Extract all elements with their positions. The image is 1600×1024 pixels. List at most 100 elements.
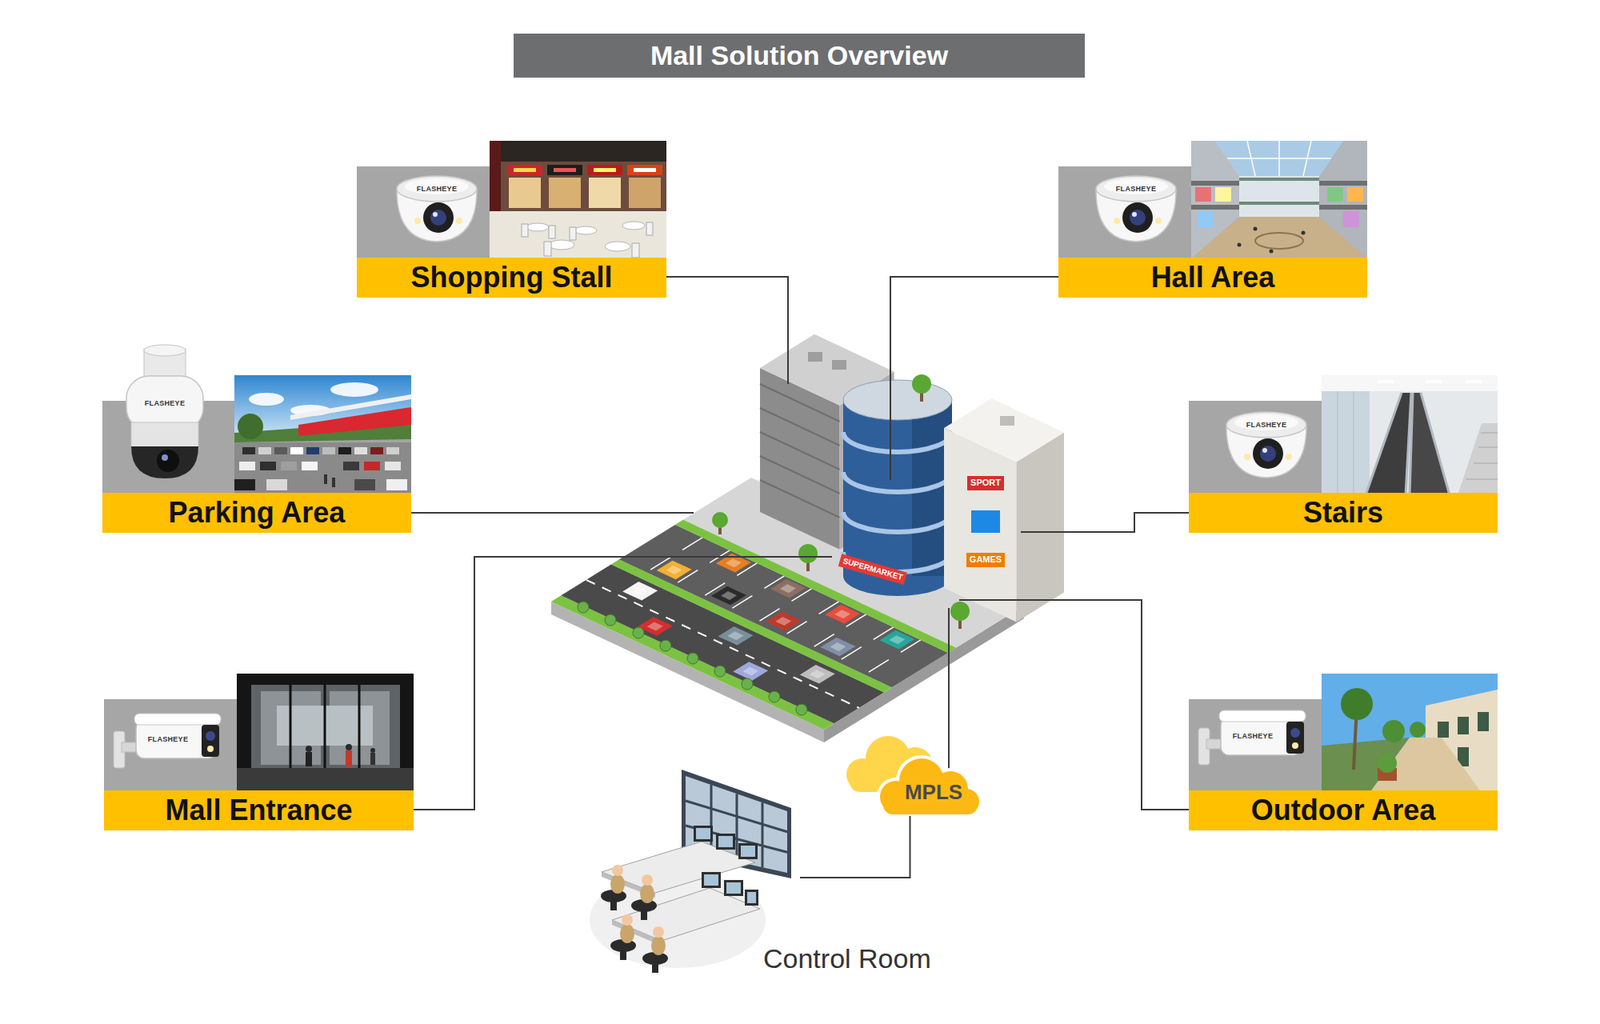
shopping-stall-photo bbox=[627, 164, 663, 176]
hall-area-photo bbox=[1255, 232, 1304, 249]
stairs-photo bbox=[1337, 391, 1339, 496]
brand-mark: FLASHEYE bbox=[148, 735, 188, 744]
car-icon bbox=[800, 664, 836, 684]
leader-line bbox=[1020, 512, 1189, 532]
shopping-stall-photo bbox=[588, 177, 621, 208]
stairs-photo bbox=[1465, 432, 1498, 480]
camera-icon bbox=[126, 344, 204, 479]
brand-mark: FLASHEYE bbox=[1246, 420, 1287, 430]
camera-panel bbox=[1058, 166, 1192, 259]
hall-area-photo bbox=[1191, 140, 1368, 259]
leader-line bbox=[890, 276, 1059, 480]
shrub bbox=[741, 678, 753, 690]
parking-area-photo bbox=[234, 447, 408, 491]
outdoor-area-photo bbox=[1321, 673, 1498, 793]
car-icon bbox=[770, 579, 806, 599]
stairs-photo bbox=[1480, 432, 1498, 434]
hall-area-photo bbox=[1227, 157, 1332, 160]
stairs-photo bbox=[1337, 391, 1354, 496]
control-room-illustration bbox=[738, 843, 758, 860]
shopping-stall-photo bbox=[513, 168, 536, 172]
car-icon bbox=[622, 553, 915, 684]
stairs-photo bbox=[1377, 380, 1394, 384]
hall-area-photo bbox=[1195, 187, 1212, 202]
shrub bbox=[577, 601, 808, 716]
parking-area-photo bbox=[324, 474, 336, 488]
shopping-stall-photo bbox=[489, 140, 667, 259]
parking-area-photo bbox=[354, 479, 376, 491]
control-room-illustration bbox=[641, 874, 653, 886]
stairs-photo bbox=[1365, 392, 1450, 496]
mall-entrance-photo bbox=[251, 684, 400, 768]
hall-area-photo bbox=[1319, 204, 1368, 210]
control-room-illustration bbox=[610, 874, 666, 956]
parking-area-photo bbox=[384, 461, 401, 471]
shopping-stall-photo bbox=[646, 222, 653, 236]
car-icon bbox=[622, 581, 658, 601]
parking-area-photo bbox=[290, 394, 412, 420]
shopping-stall-photo bbox=[508, 177, 541, 208]
mall-entrance-photo bbox=[358, 684, 361, 768]
hall-area-photo bbox=[1253, 227, 1258, 232]
stairs-photo bbox=[1365, 392, 1402, 496]
hall-area-photo bbox=[1191, 180, 1240, 186]
parking-area-photo bbox=[242, 447, 256, 455]
camera-panel bbox=[1188, 400, 1322, 496]
shopping-stall-photo bbox=[526, 223, 549, 232]
left-building bbox=[808, 352, 823, 362]
parking-area-photo bbox=[234, 442, 412, 496]
left-building bbox=[760, 384, 840, 518]
right-building bbox=[1016, 432, 1065, 623]
network-cloud: MPLS bbox=[838, 732, 982, 816]
control-room-illustration bbox=[600, 889, 668, 973]
car-icon bbox=[765, 612, 801, 632]
node-text: Shopping Stall bbox=[411, 260, 613, 295]
parking-area-photo bbox=[290, 447, 304, 455]
shopping-stall-photo bbox=[548, 225, 556, 239]
parking-area-photo bbox=[370, 447, 384, 455]
hall-area-photo bbox=[1191, 140, 1368, 259]
hall-area-photo bbox=[1237, 227, 1306, 254]
location-label: Parking Area bbox=[102, 492, 412, 533]
stairs-photo bbox=[1425, 380, 1442, 384]
hall-area-photo bbox=[1239, 177, 1320, 181]
mall-entrance-photo bbox=[324, 684, 327, 768]
hall-area-photo bbox=[1343, 211, 1360, 228]
shopping-stall-photo bbox=[604, 241, 631, 252]
leader-line bbox=[666, 276, 788, 384]
parking-area-photo bbox=[234, 375, 412, 496]
camera-panel bbox=[1188, 699, 1322, 793]
car-icon bbox=[732, 661, 768, 681]
control-room-illustration bbox=[718, 836, 733, 848]
brand-mark: FLASHEYE bbox=[1232, 732, 1273, 741]
parking-area-photo bbox=[280, 461, 297, 471]
node-text: Hall Area bbox=[1151, 260, 1276, 295]
control-room-illustration bbox=[693, 825, 758, 860]
car-icon bbox=[711, 586, 747, 606]
shopping-stall-photo bbox=[548, 177, 581, 208]
hall-area-photo bbox=[1237, 243, 1242, 248]
control-room-illustration bbox=[612, 864, 624, 876]
control-room-illustration bbox=[693, 825, 713, 842]
node-text: MPLS bbox=[904, 780, 963, 805]
right-building bbox=[971, 510, 1000, 533]
control-room-illustration bbox=[612, 864, 664, 938]
tree bbox=[798, 544, 818, 564]
outdoor-area-photo bbox=[1437, 721, 1449, 738]
stairs-photo bbox=[1353, 391, 1355, 496]
shopping-stall-photo bbox=[622, 221, 645, 230]
right-building bbox=[1000, 416, 1015, 426]
car-icon bbox=[656, 560, 692, 580]
shrub bbox=[768, 691, 780, 703]
control-room-illustration bbox=[704, 874, 719, 886]
camera-icon bbox=[1096, 176, 1176, 242]
control-room-illustration bbox=[620, 924, 635, 944]
shopping-stall-photo bbox=[553, 168, 576, 172]
mall-entrance-photo bbox=[289, 684, 292, 768]
hall-area-photo bbox=[1191, 216, 1368, 259]
mall-entrance-photo bbox=[305, 745, 312, 752]
cloud-outline bbox=[876, 755, 982, 816]
location-label: Mall Entrance bbox=[104, 790, 414, 831]
parking-area-photo bbox=[274, 447, 288, 455]
control-room-illustration bbox=[716, 833, 736, 850]
